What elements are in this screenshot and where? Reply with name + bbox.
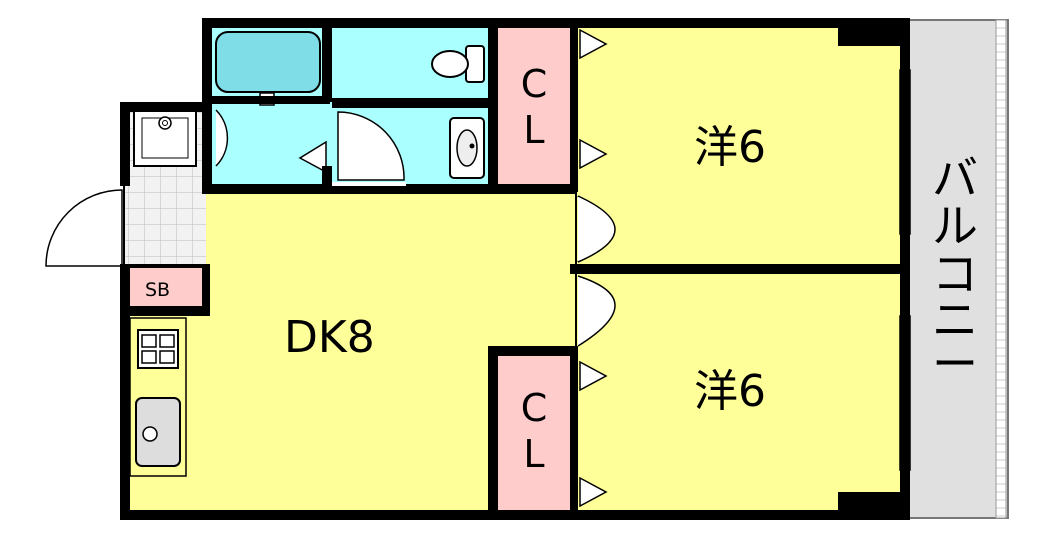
bedroom-2-door-swing-arc	[577, 275, 616, 347]
washbasin-bowl	[456, 129, 478, 167]
walls	[120, 18, 910, 520]
closet-1-door-markers	[579, 28, 608, 170]
bedroom-1-door-swing-arc	[577, 195, 616, 263]
washroom-door-arrow	[298, 140, 327, 174]
dk-label: DK8	[284, 312, 375, 363]
closet-2-label-l: L	[523, 432, 545, 476]
entrance-door-swing	[45, 189, 123, 267]
toilet-bowl	[431, 50, 469, 78]
bathtub	[215, 31, 321, 93]
balcony-char-3: コ	[932, 247, 978, 301]
closet-2-floor	[492, 352, 576, 516]
bedroom-1-label: 洋6	[694, 122, 766, 173]
balcony-char-4: ニ	[932, 293, 978, 347]
closet-2-label-c: C	[520, 386, 548, 430]
balcony-char-1: バ	[932, 151, 978, 205]
bedroom-1-floor	[576, 22, 906, 270]
bedroom-2-label: 洋6	[694, 366, 766, 417]
closet-1-floor	[492, 22, 576, 190]
balcony-char-2: ル	[932, 199, 978, 253]
closet-1-label-l: L	[523, 108, 545, 152]
bedroom-2-floor	[576, 270, 906, 516]
kitchen-sink	[135, 397, 181, 467]
closet-1-label-c: C	[520, 62, 548, 106]
storage-box-floor	[124, 268, 206, 308]
washbasin-drain	[469, 143, 475, 149]
balcony-area	[905, 19, 1009, 519]
stove-burners	[141, 334, 175, 364]
storage-box-label: SB	[145, 279, 171, 301]
bathroom-door-swing	[215, 109, 229, 167]
balcony-char-5: ー	[932, 337, 978, 391]
closet-2-door-markers	[579, 360, 608, 508]
washroom-door-swing	[337, 111, 405, 181]
kitchen-sink-drain	[142, 426, 158, 442]
balcony-rail	[995, 19, 1007, 519]
